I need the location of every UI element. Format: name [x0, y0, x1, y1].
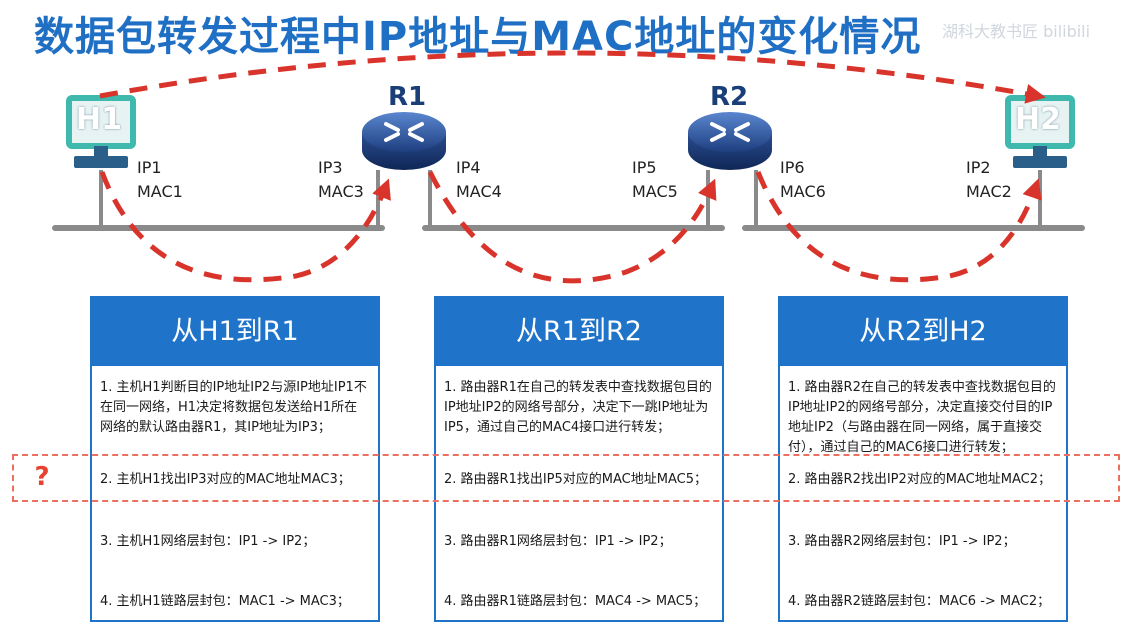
r1-left-mac-label: MAC3	[318, 182, 364, 201]
r1-right-mac-label: MAC4	[456, 182, 502, 201]
card-title: 从H1到R1	[92, 298, 378, 366]
card-step-3: 3. 主机H1网络层封包：IP1 -> IP2；	[100, 534, 316, 549]
host-h1-label: H1	[76, 102, 122, 137]
page-title: 数据包转发过程中IP地址与MAC地址的变化情况	[34, 14, 922, 60]
r1-left-ip-label: IP3	[318, 158, 343, 177]
card-step-2: 2. 主机H1找出IP3对应的MAC地址MAC3；	[100, 472, 351, 487]
card-step-2: 2. 路由器R1找出IP5对应的MAC地址MAC5；	[444, 472, 707, 487]
card-r2-to-h2: 从R2到H2 1. 路由器R2在自己的转发表中查找数据包目的IP地址IP2的网络…	[778, 296, 1068, 622]
card-step-1: 1. 主机H1判断目的IP地址IP2与源IP地址IP1不在同一网络，H1决定将数…	[100, 380, 367, 435]
hop-arrow-r2-h2	[755, 171, 1042, 283]
r2-left-mac-label: MAC5	[632, 182, 678, 201]
card-step-3: 3. 路由器R2网络层封包：IP1 -> IP2；	[788, 534, 1016, 549]
card-step-1: 1. 路由器R2在自己的转发表中查找数据包目的IP地址IP2的网络号部分，决定直…	[788, 380, 1056, 455]
watermark: 湖科大教书匠 bilibili	[942, 22, 1091, 41]
card-title: 从R2到H2	[780, 298, 1066, 366]
r2-right-mac-label: MAC6	[780, 182, 826, 201]
router-r1-name: R1	[388, 82, 427, 112]
router-r2-icon	[688, 112, 772, 170]
card-step-3: 3. 路由器R1网络层封包：IP1 -> IP2；	[444, 534, 672, 549]
card-step-2: 2. 路由器R2找出IP2对应的MAC地址MAC2；	[788, 472, 1051, 487]
hop-arrow-h1-r1	[99, 171, 391, 283]
card-h1-to-r1: 从H1到R1 1. 主机H1判断目的IP地址IP2与源IP地址IP1不在同一网络…	[90, 296, 380, 622]
highlight-step-2-box	[12, 454, 1120, 502]
r1-right-ip-label: IP4	[456, 158, 481, 177]
r2-left-ip-label: IP5	[632, 158, 657, 177]
h2-mac-label: MAC2	[966, 182, 1012, 201]
hop-arrow-r1-r2	[427, 170, 717, 284]
router-r2-name: R2	[710, 82, 749, 112]
h2-ip-label: IP2	[966, 158, 991, 177]
h1-mac-label: MAC1	[137, 182, 183, 201]
end-to-end-arrow	[99, 50, 1046, 104]
card-title: 从R1到R2	[436, 298, 722, 366]
card-step-4: 4. 路由器R1链路层封包：MAC4 -> MAC5；	[444, 594, 707, 609]
router-r1-icon	[362, 112, 446, 170]
network-diagram	[52, 50, 1085, 284]
r2-right-ip-label: IP6	[780, 158, 805, 177]
card-step-1: 1. 路由器R1在自己的转发表中查找数据包目的IP地址IP2的网络号部分，决定下…	[444, 380, 712, 435]
card-step-4: 4. 主机H1链路层封包：MAC1 -> MAC3；	[100, 594, 350, 609]
card-step-4: 4. 路由器R2链路层封包：MAC6 -> MAC2；	[788, 594, 1051, 609]
host-h2-label: H2	[1015, 102, 1061, 137]
question-mark-icon: ?	[28, 463, 56, 491]
card-r1-to-r2: 从R1到R2 1. 路由器R1在自己的转发表中查找数据包目的IP地址IP2的网络…	[434, 296, 724, 622]
h1-ip-label: IP1	[137, 158, 162, 177]
